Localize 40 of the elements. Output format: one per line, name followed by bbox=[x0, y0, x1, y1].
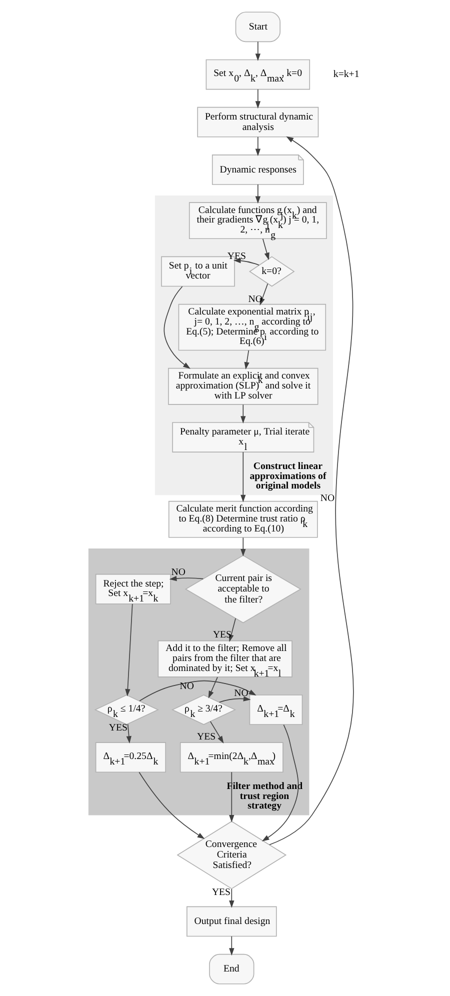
node-box: End bbox=[208, 954, 254, 984]
arrow bbox=[209, 721, 224, 744]
arrow bbox=[261, 724, 298, 842]
arrow bbox=[254, 184, 260, 204]
edge-label: NO bbox=[179, 681, 194, 692]
arrow bbox=[240, 537, 246, 556]
edge-label: NO bbox=[170, 567, 185, 578]
arrow bbox=[244, 350, 249, 370]
edge-label: YES bbox=[212, 629, 232, 640]
arrow bbox=[254, 88, 260, 109]
node-box: Perform structural dynamic analysis bbox=[196, 106, 318, 138]
edge-label: YES bbox=[211, 887, 230, 898]
arrow bbox=[228, 888, 234, 908]
arrow bbox=[228, 936, 234, 956]
edge-label: YES bbox=[196, 732, 216, 743]
arrow bbox=[138, 772, 204, 840]
arrow bbox=[126, 724, 131, 744]
node-diamond: k=0? bbox=[248, 256, 294, 287]
arrow bbox=[163, 286, 190, 369]
node-box: Start bbox=[234, 12, 280, 42]
arrow bbox=[168, 576, 204, 582]
arrow bbox=[268, 136, 354, 846]
arrow bbox=[228, 772, 234, 822]
arrow bbox=[240, 404, 246, 424]
node-box: Output final design bbox=[186, 906, 276, 937]
label: k=k+1 bbox=[332, 69, 359, 80]
arrow bbox=[240, 452, 246, 502]
edge-label: YES bbox=[108, 722, 128, 734]
arrow bbox=[254, 41, 260, 61]
arrow bbox=[138, 680, 256, 702]
node-diamond: Current pair is acceptable to the filter? bbox=[184, 554, 301, 624]
arrow bbox=[254, 136, 260, 156]
edge-label: NO bbox=[320, 493, 334, 504]
arrow bbox=[262, 238, 269, 260]
arrow bbox=[124, 604, 132, 696]
edge-label: NO bbox=[234, 688, 248, 700]
node-diamond: Convergence Criteria Satisfied? bbox=[176, 820, 286, 890]
arrow bbox=[218, 696, 250, 703]
arrow bbox=[208, 676, 218, 698]
arrow bbox=[232, 258, 259, 266]
